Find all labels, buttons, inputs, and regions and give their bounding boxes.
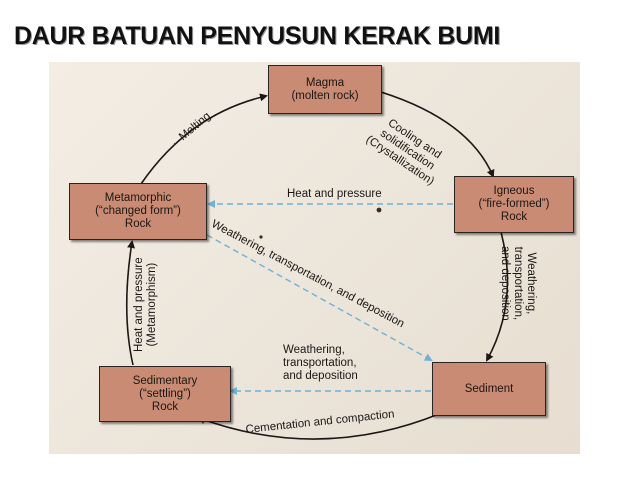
slide-title: DAUR BATUAN PENYUSUN KERAK BUMI xyxy=(14,22,501,50)
node-sediment: Sediment xyxy=(432,362,546,416)
arrow-cementation xyxy=(197,413,440,440)
arrow-weathering-right xyxy=(486,231,509,362)
arrow-cooling xyxy=(380,91,495,178)
node-magma: Magma (molten rock) xyxy=(268,65,382,114)
label-heat-pressure-top: Heat and pressure xyxy=(287,188,382,200)
node-igneous: Igneous (“fire-formed”) Rock xyxy=(454,176,574,233)
node-metamorphic: Metamorphic (“changed form”) Rock xyxy=(69,183,207,240)
arrow-metamorphic-to-sediment xyxy=(206,234,433,361)
label-weathering-right: Weathering, transportation, and depositi… xyxy=(499,246,537,321)
node-sedimentary: Sedimentary (“settling”) Rock xyxy=(99,366,231,422)
rock-cycle-diagram: Magma (molten rock) Igneous (“fire-forme… xyxy=(49,62,580,454)
arrow-melting xyxy=(140,93,268,185)
arrows-layer xyxy=(125,91,509,440)
arrow-heat-pressure-left xyxy=(125,240,136,366)
label-heat-pressure-left: Heat and pressure (Metamorphism) xyxy=(133,257,158,352)
label-weathering-middle: Weathering, transportation, and depositi… xyxy=(283,344,358,382)
